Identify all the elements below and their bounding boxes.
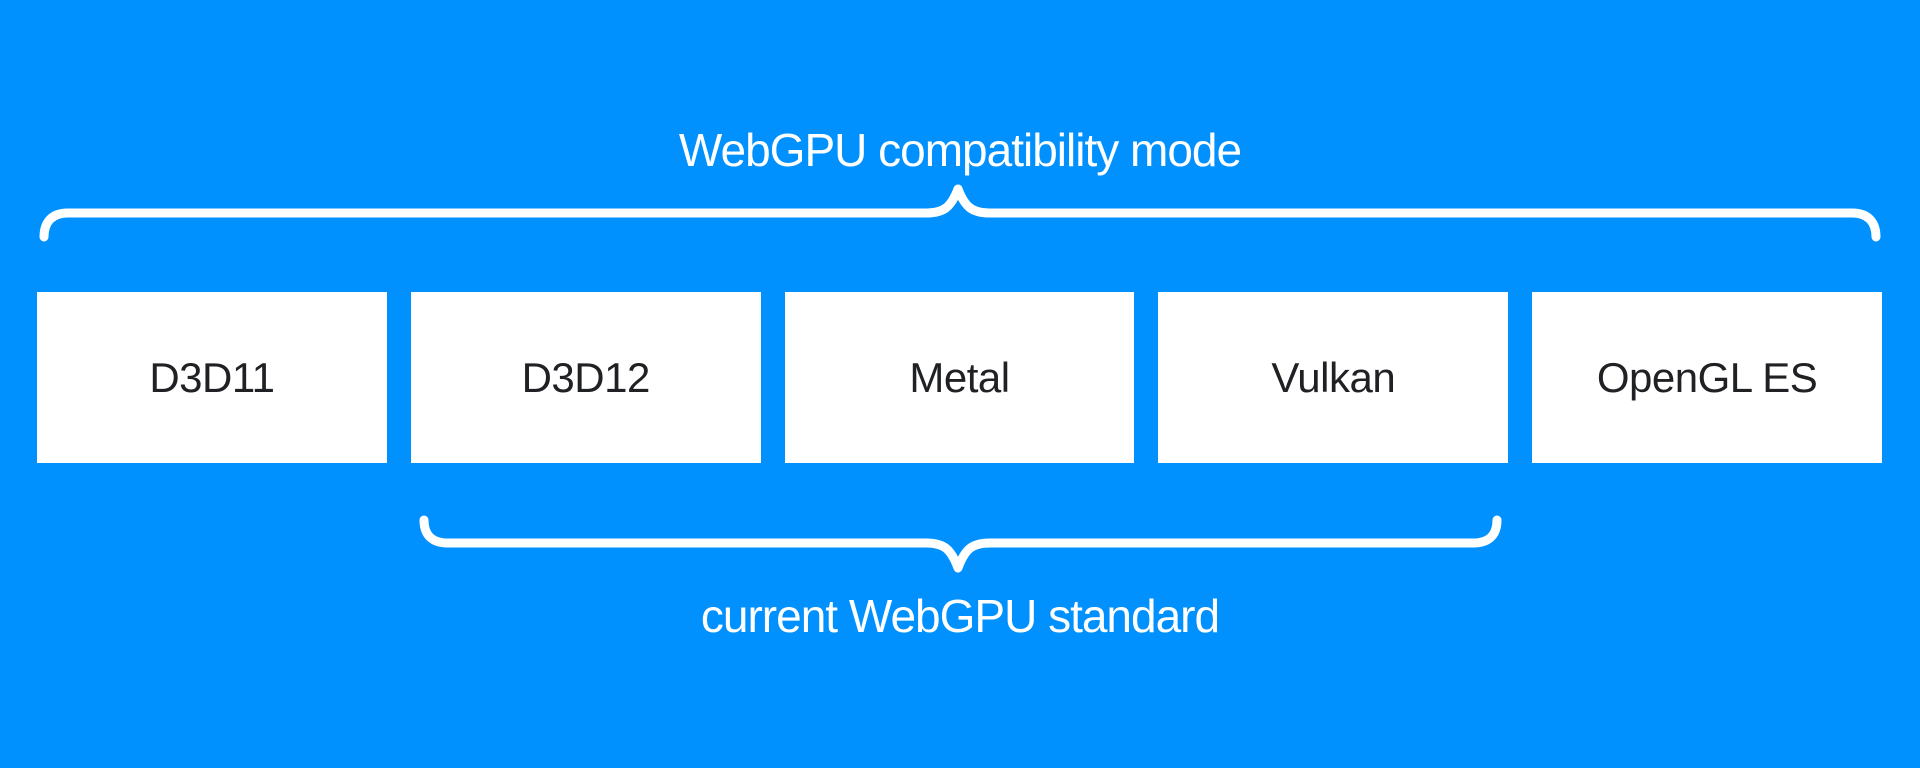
backend-label: Metal	[909, 353, 1010, 401]
bottom-brace-label: current WebGPU standard	[700, 590, 1220, 642]
top-brace	[39, 184, 1881, 242]
backend-label: D3D11	[149, 353, 275, 401]
backend-box-opengl-es: OpenGL ES	[1532, 292, 1882, 463]
backend-boxes-row: D3D11 D3D12 Metal Vulkan OpenGL ES	[37, 292, 1882, 463]
backend-label: OpenGL ES	[1596, 353, 1818, 401]
backend-box-d3d12: D3D12	[410, 292, 761, 463]
backend-label: Vulkan	[1271, 353, 1396, 401]
backend-box-d3d11: D3D11	[37, 292, 387, 463]
backend-box-metal: Metal	[784, 292, 1135, 463]
diagram-title: WebGPU compatibility mode	[678, 124, 1242, 176]
backend-label: D3D12	[521, 353, 651, 401]
bottom-brace	[419, 515, 1502, 573]
backend-box-vulkan: Vulkan	[1158, 292, 1509, 463]
